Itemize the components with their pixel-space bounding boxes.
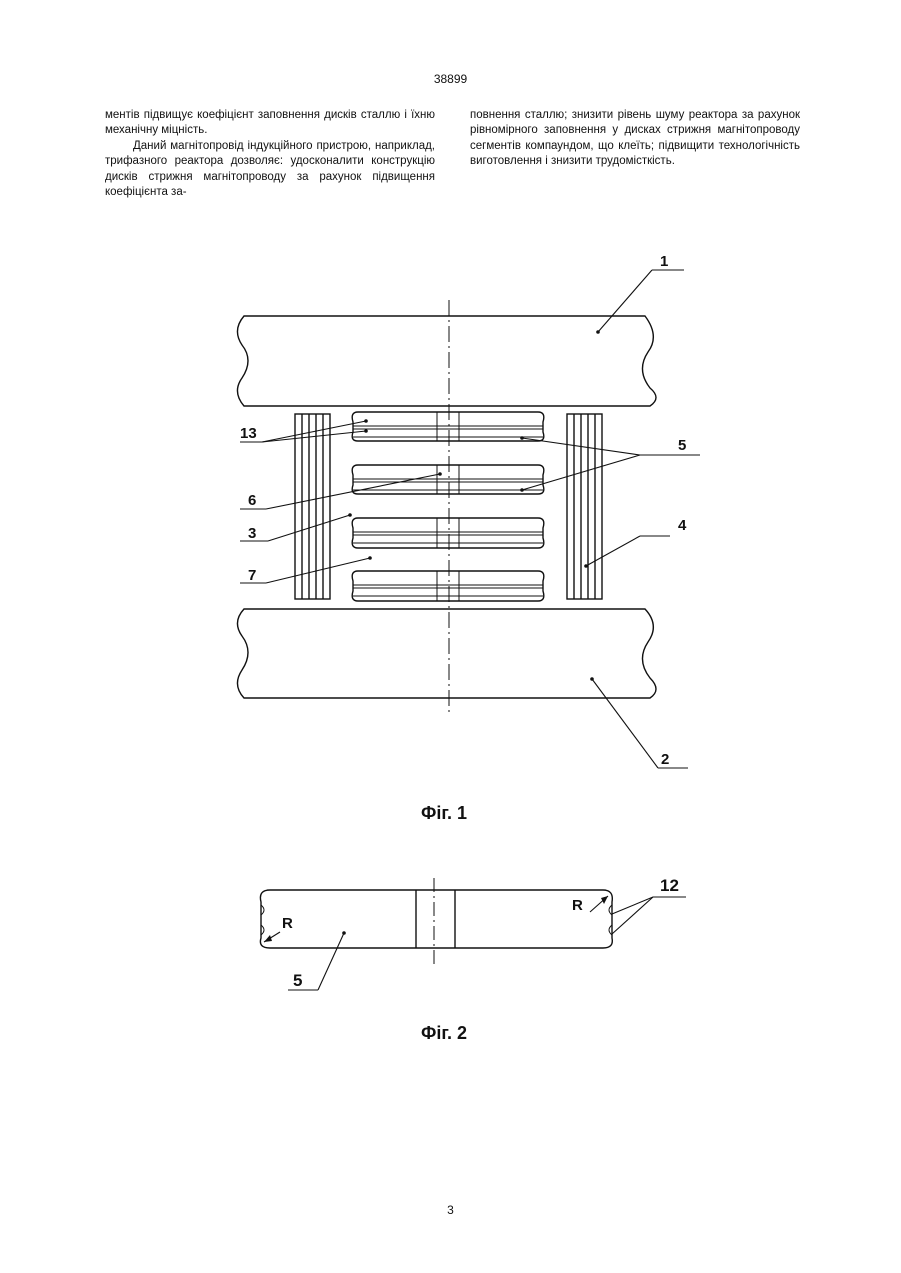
- figure-2-caption: Фіг. 2: [421, 1023, 467, 1044]
- core-disc: [352, 518, 544, 548]
- label-13: 13: [240, 425, 257, 442]
- core-disc: [352, 412, 544, 441]
- page-number: 3: [0, 1203, 901, 1217]
- label-4: 4: [678, 517, 687, 534]
- label-12: 12: [660, 876, 679, 895]
- core-disc: [352, 465, 544, 494]
- side-pack-right: [567, 414, 602, 599]
- core-disc: [352, 571, 544, 601]
- radius-label-left: R: [282, 915, 293, 932]
- label-1: 1: [660, 253, 668, 270]
- label-6: 6: [248, 492, 256, 509]
- core-discs: [352, 412, 544, 601]
- side-pack-left: [295, 414, 330, 599]
- label-5-fig2: 5: [293, 971, 302, 990]
- segment-drawing: [260, 878, 612, 964]
- leader-lines-fig2: [264, 896, 686, 990]
- label-7: 7: [248, 567, 256, 584]
- figure-1-caption: Фіг. 1: [421, 803, 467, 824]
- radius-label-right: R: [572, 897, 583, 914]
- label-3: 3: [248, 525, 256, 542]
- label-2: 2: [661, 751, 669, 768]
- lower-yoke: [237, 609, 656, 698]
- label-5: 5: [678, 437, 686, 454]
- upper-yoke: [237, 316, 656, 406]
